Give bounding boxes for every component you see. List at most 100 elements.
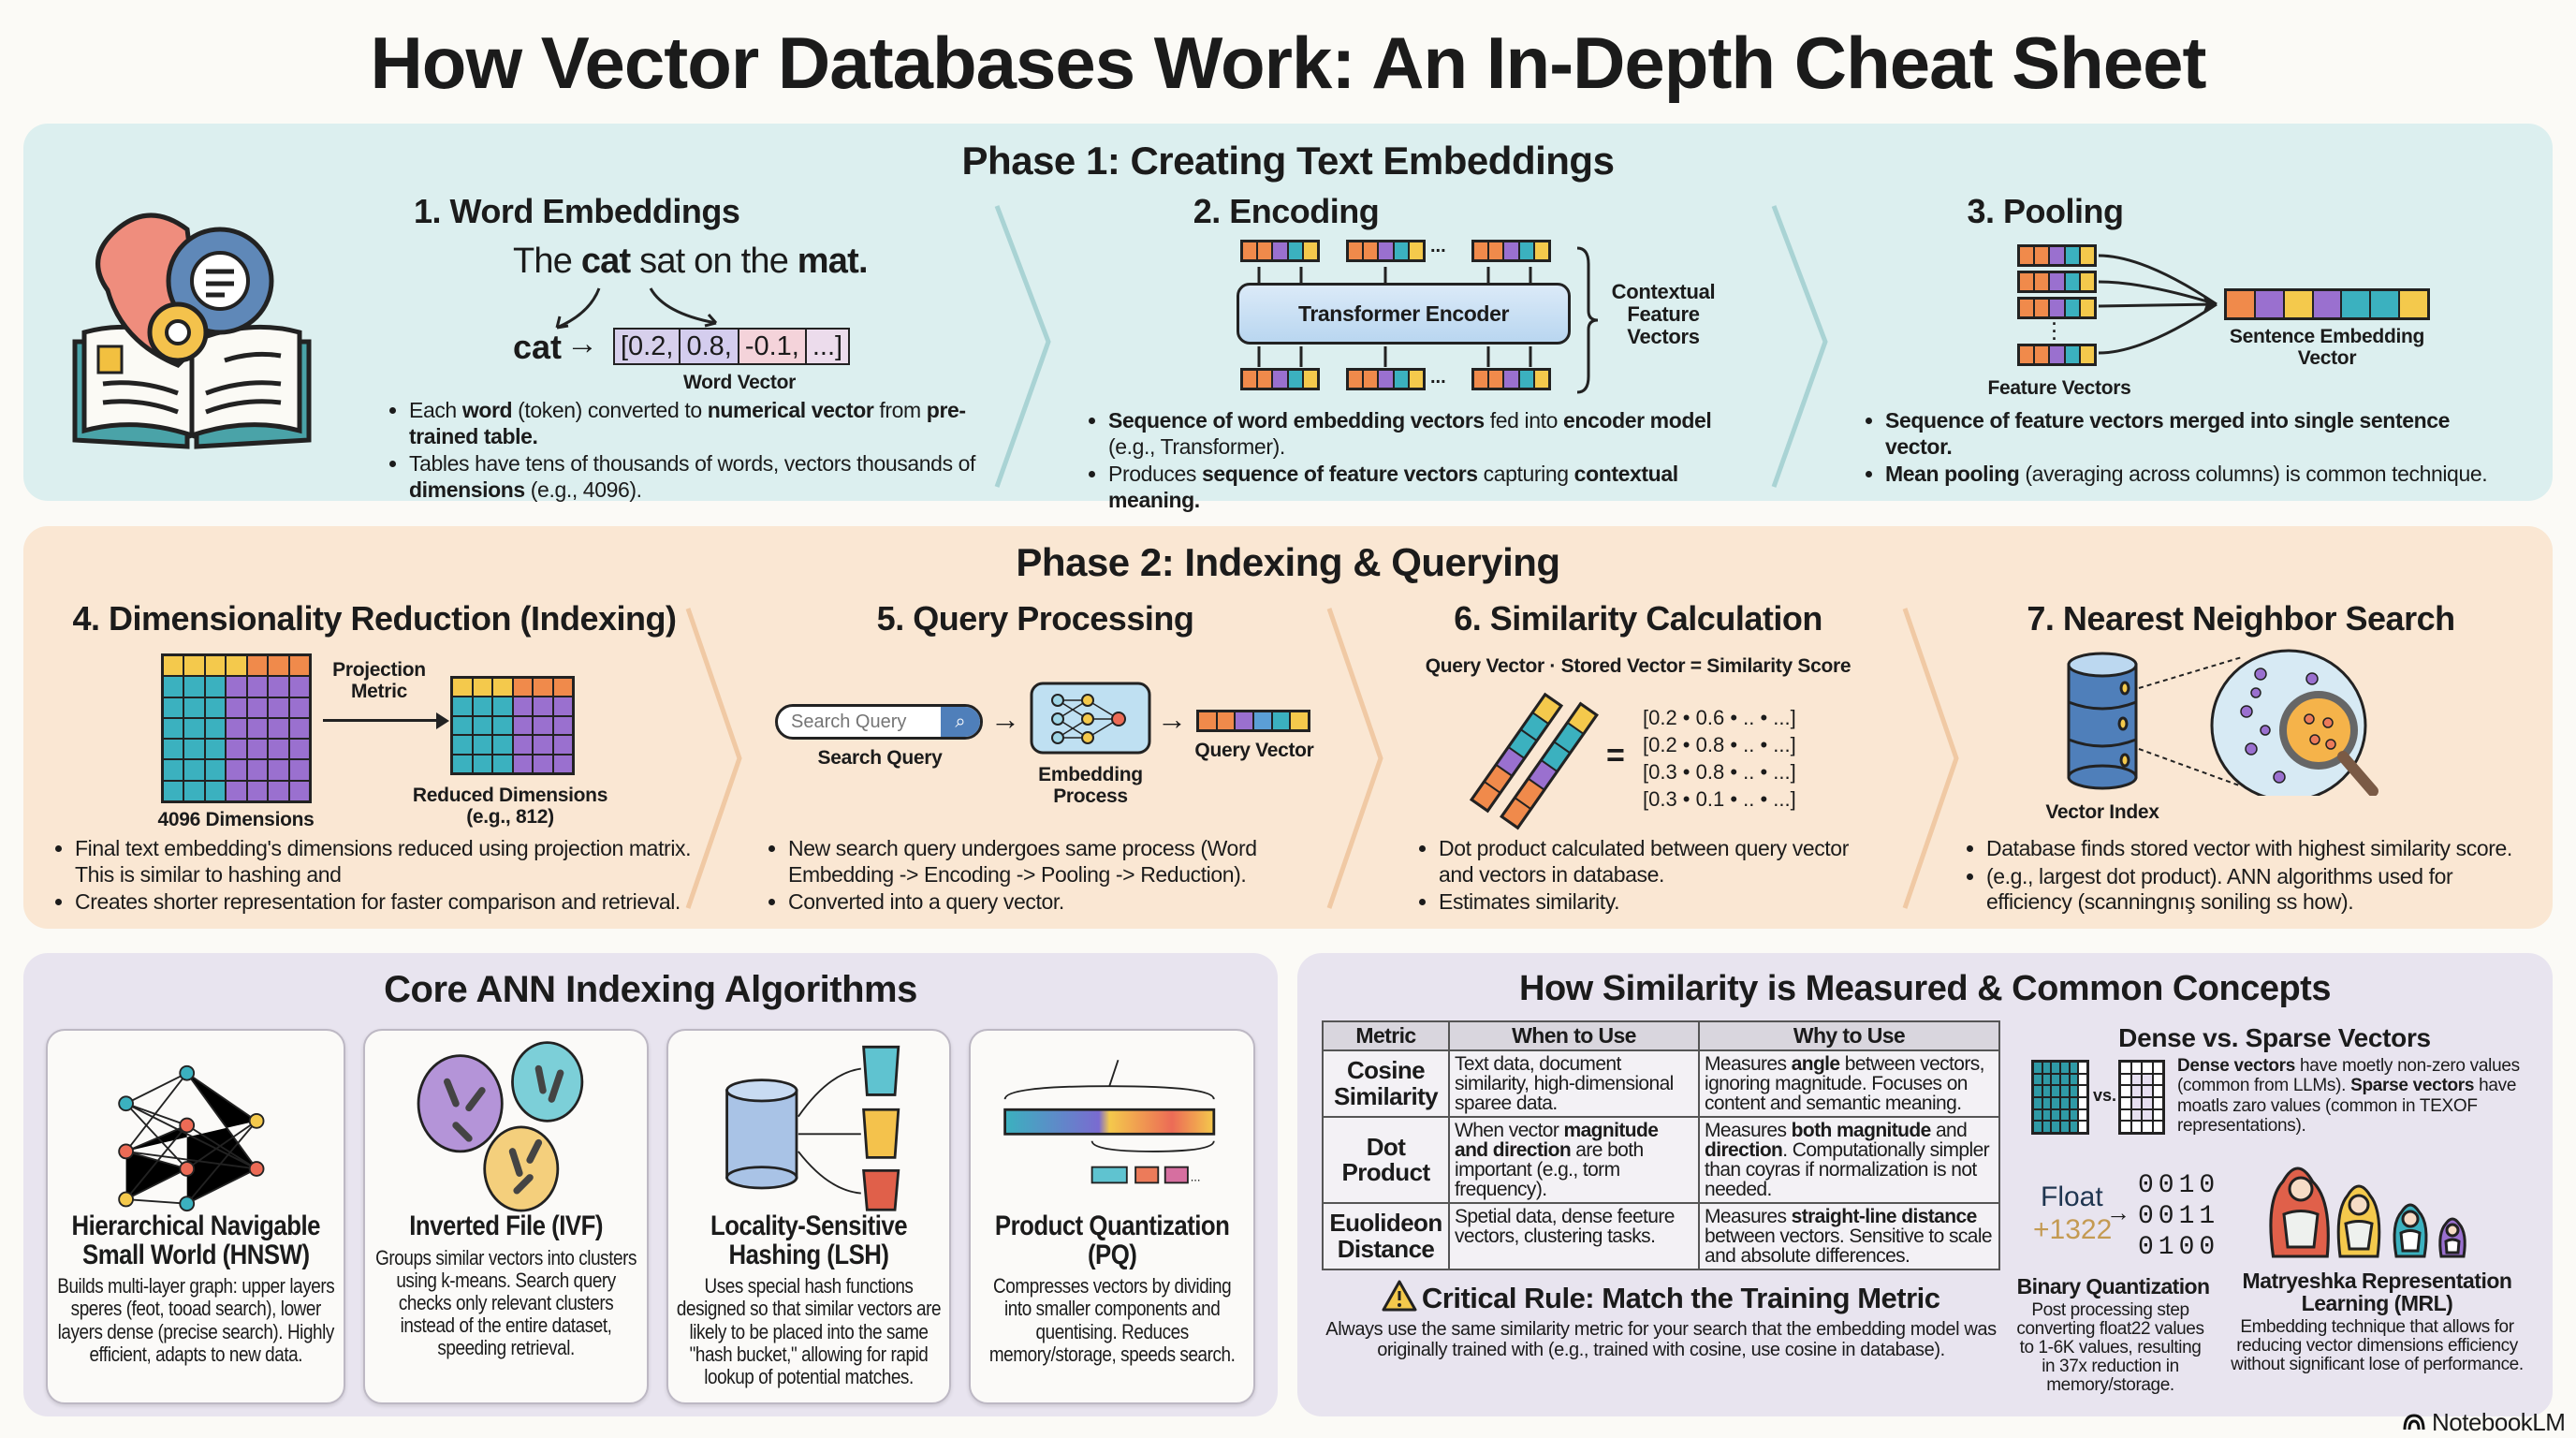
contextual-feature-vectors-label: Contextual Feature Vectors: [1611, 280, 1716, 349]
grid-cell: [2034, 1109, 2042, 1121]
grid-cell: [2042, 1063, 2051, 1073]
quantized-vector-icon: ...: [1003, 1059, 1216, 1184]
chevron-divider-icon: [1771, 205, 1828, 488]
step4-bullets: Final text embedding's dimensions reduce…: [54, 836, 700, 917]
input-vector: [1471, 368, 1551, 390]
chevron-divider-icon: [994, 205, 1051, 488]
bullet: (e.g., largest dot product). ANN algorit…: [1986, 864, 2541, 916]
grid-cell: [2052, 1074, 2059, 1085]
grid-cell: [2143, 1109, 2152, 1121]
similarity-title: How Similarity is Measured & Common Conc…: [1519, 969, 2331, 1008]
grid-cell: [2121, 1122, 2130, 1132]
vs-label: vs.: [2093, 1086, 2117, 1105]
vector-segment: [2080, 346, 2095, 363]
search-input[interactable]: [778, 707, 941, 737]
feature-vector: [2017, 244, 2097, 267]
step1-title: 1. Word Embeddings: [414, 192, 740, 230]
grid-cell: [227, 718, 246, 739]
step3-title: 3. Pooling: [1967, 192, 2124, 230]
text-segment: sat on the: [630, 242, 798, 281]
feature-vector: [1346, 240, 1426, 262]
grid-cell: [2131, 1086, 2141, 1096]
column-header: When to Use: [1448, 1020, 1700, 1051]
grid-cell: [534, 755, 552, 772]
grid-cell: [534, 736, 552, 754]
card-description: Groups similar vectors into clusters usi…: [375, 1245, 637, 1360]
text-segment: capturing: [1477, 462, 1574, 487]
text-segment: straight-line distance: [1791, 1206, 1978, 1227]
vector-segment: [1474, 242, 1488, 259]
arrow-right-icon: →: [990, 702, 1020, 736]
text-segment: Sparse vectors: [2350, 1076, 2475, 1096]
vector-segment: [1364, 242, 1378, 259]
card-description: Compresses vectors by dividing into smal…: [988, 1274, 1236, 1366]
vector-segment: [1258, 242, 1272, 259]
grid-cell: [247, 781, 268, 800]
bullet: Produces sequence of feature vectors cap…: [1108, 462, 1762, 513]
vector-segment: [2035, 247, 2049, 264]
vector-segment: [1303, 242, 1318, 259]
grid-cell: [2131, 1074, 2141, 1085]
bullet: Database finds stored vector with highes…: [1986, 836, 2541, 862]
why-cell: Measures angle between vectors, ignoring…: [1698, 1049, 2000, 1118]
grid-cell: [184, 760, 204, 780]
equals-sign: =: [1606, 738, 1625, 773]
card-description: Uses special hash functions designed so …: [676, 1274, 942, 1388]
grid-cell: [2060, 1063, 2069, 1073]
card-description: Builds multi-layer graph: upper layers s…: [57, 1274, 335, 1366]
vector-segment: [2227, 291, 2254, 317]
search-icon[interactable]: ⌕: [941, 707, 980, 737]
query-vector-label: Query Vector: [1194, 740, 1314, 761]
feature-vectors-label: Feature Vectors: [1987, 377, 2131, 399]
text-segment: cat: [580, 242, 631, 281]
grid-cell: [493, 736, 512, 754]
search-query-input[interactable]: ⌕: [775, 704, 983, 740]
grid-cell: [453, 716, 472, 735]
text-segment: direction: [1705, 1139, 1783, 1161]
ellipsis: ...: [1430, 367, 1446, 388]
grid-cell: [2153, 1063, 2162, 1073]
vector-cell: [0.2,: [615, 330, 681, 363]
grid-cell: [2042, 1109, 2051, 1121]
grid-cell: [2121, 1086, 2130, 1096]
metric-cell: Dot Product: [1322, 1116, 1450, 1204]
text-segment: Sequence of feature vectors merged into …: [1885, 408, 2451, 459]
grid-cell: [453, 755, 472, 772]
vector-segment: [1288, 242, 1302, 259]
text-segment: Each: [409, 398, 462, 422]
grid-cell: [289, 656, 309, 676]
grid-cell: [205, 697, 226, 717]
grid-cell: [2079, 1074, 2086, 1085]
grid-cell: [2153, 1122, 2162, 1132]
example-sentence: The cat sat on the mat.: [513, 242, 869, 282]
card-title: Hierarchical Navigable Small World (HNSW…: [71, 1211, 320, 1270]
grid-cell: [247, 677, 268, 697]
ann-card-pq: ... Product Quantization (PQ) Compresses…: [969, 1029, 1255, 1404]
text-segment: angle: [1791, 1053, 1840, 1075]
bullet: Tables have tens of thousands of words, …: [409, 451, 988, 503]
grid-cell: [2143, 1122, 2152, 1132]
vector-segment: [2080, 247, 2095, 264]
text-segment: contextual meaning.: [1108, 462, 1678, 512]
vector-segment: [1504, 371, 1518, 388]
chevron-divider-icon: [1902, 608, 1959, 909]
grid-cell: [2070, 1109, 2078, 1121]
grid-cell: [553, 679, 572, 697]
grid-cell: [2079, 1086, 2086, 1096]
feature-vector: [2017, 297, 2097, 319]
grid-cell: [184, 656, 204, 676]
metric-cell: Cosine Similarity: [1322, 1049, 1450, 1118]
word-vector: [0.2, 0.8, -0.1, ...]: [613, 328, 851, 365]
vector-segment: [1243, 371, 1257, 388]
grid-cell: [473, 716, 491, 735]
grid-cell: [2042, 1086, 2051, 1096]
dot-product-row: [0.3 • 0.8 • .. • ...]: [1643, 760, 1796, 784]
feature-vector: [2017, 271, 2097, 293]
step6-title: 6. Similarity Calculation: [1454, 599, 1822, 638]
grid-cell: [2070, 1086, 2078, 1096]
vector-segment: [1409, 371, 1424, 388]
grid-cell: [164, 760, 183, 780]
grid-cell: [289, 677, 309, 697]
vector-segment: [2050, 300, 2064, 316]
grid-cell: [2034, 1074, 2042, 1085]
